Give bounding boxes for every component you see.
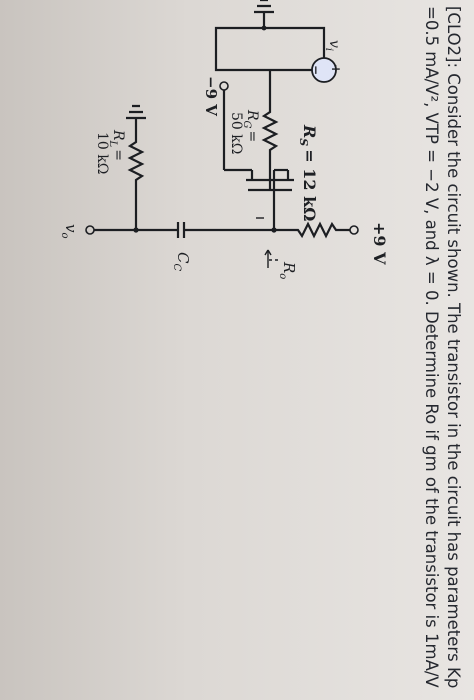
input-loop-wire — [214, 26, 284, 72]
source-resistor — [274, 221, 350, 239]
negative-supply-terminal — [219, 81, 229, 91]
rg-value: 50 kΩ — [228, 112, 244, 154]
vo-terminal — [85, 225, 95, 235]
vi-label: vi — [323, 40, 342, 51]
pmos-transistor — [224, 168, 294, 192]
positive-supply-label: +9 V — [370, 222, 389, 265]
input-voltage-source — [311, 57, 337, 83]
source-minus-sign: − — [309, 65, 323, 75]
rl-label: RL= — [107, 129, 126, 161]
ro-label: Ro — [277, 261, 298, 279]
positive-supply-terminal — [349, 225, 359, 235]
coupling-capacitor — [176, 222, 186, 238]
load-resistor — [127, 118, 145, 230]
source-plus-sign: + — [329, 64, 343, 74]
input-ground-symbol — [254, 0, 274, 14]
cc-label: CC — [171, 252, 192, 271]
negative-supply-label: −9 V — [202, 76, 220, 116]
vo-label: vo — [59, 224, 80, 239]
rs-label: RS= 12 kΩ — [297, 124, 319, 221]
load-ground-symbol — [126, 104, 146, 120]
rl-value: 10 kΩ — [94, 132, 110, 174]
source-node — [271, 227, 277, 233]
gate-resistor — [261, 70, 279, 190]
rg-label: RG= — [241, 109, 260, 142]
